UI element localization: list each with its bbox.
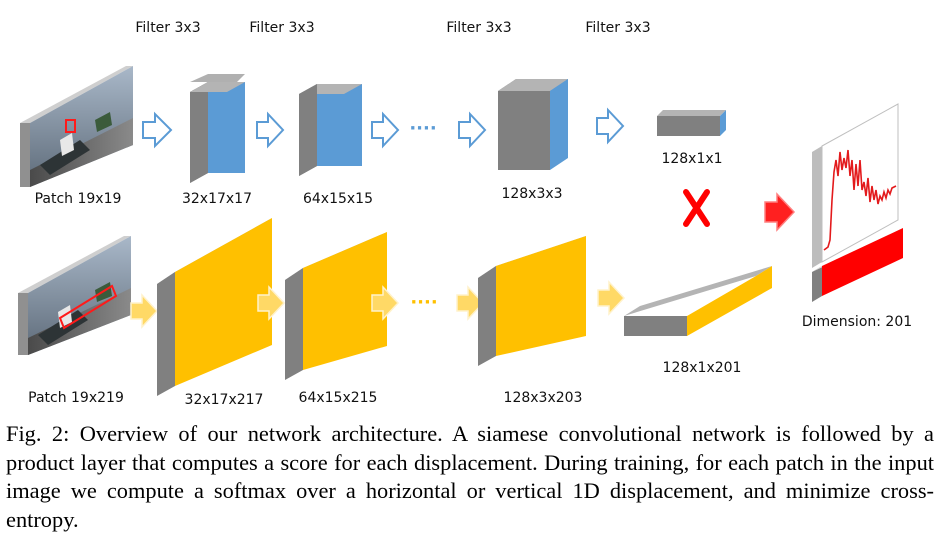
output-dimension-label: Dimension: 201	[802, 314, 912, 330]
top-block-128x1x1	[657, 110, 726, 136]
arrow-right-icon	[456, 285, 485, 321]
arrow-right-icon	[257, 285, 286, 321]
arrow-right-icon	[256, 111, 285, 149]
bottom-patch-image	[18, 236, 131, 355]
top-layer-label-3: 128x3x3	[501, 186, 562, 202]
top-block-64x15x15	[299, 84, 362, 176]
bottom-block-128x3x203	[478, 236, 586, 366]
top-patch-label: Patch 19x19	[35, 191, 122, 207]
arrow-right-icon	[764, 192, 796, 232]
arrow-right-icon	[458, 111, 487, 149]
bottom-ellipsis: ····	[410, 292, 437, 313]
top-ellipsis: ····	[409, 118, 436, 139]
figure-caption: Fig. 2: Overview of our network architec…	[6, 421, 934, 532]
filter-label-2: Filter 3x3	[249, 20, 314, 36]
top-block-32x17x17	[190, 74, 245, 183]
arrow-right-icon	[597, 280, 626, 316]
filter-label-1: Filter 3x3	[135, 20, 200, 36]
bottom-block-64x15x215	[285, 232, 387, 380]
arrow-right-icon	[130, 293, 159, 329]
arrow-right-icon	[596, 107, 625, 145]
output-plot	[812, 103, 899, 268]
bottom-layer-label-1: 32x17x217	[185, 392, 264, 408]
top-layer-label-4: 128x1x1	[661, 151, 722, 167]
network-architecture-diagram: Filter 3x3 Filter 3x3 Filter 3x3 Filter …	[18, 20, 912, 408]
filter-label-4: Filter 3x3	[585, 20, 650, 36]
filter-label-3: Filter 3x3	[446, 20, 511, 36]
bottom-block-128x1x201	[624, 266, 772, 336]
arrow-right-icon	[371, 111, 400, 149]
bottom-layer-label-2: 64x15x215	[299, 390, 378, 406]
output-bar	[812, 228, 903, 302]
bottom-block-32x17x217	[157, 218, 272, 396]
line-plot	[823, 149, 897, 251]
top-layer-label-2: 64x15x15	[303, 191, 373, 207]
multiply-icon	[683, 189, 710, 227]
top-block-128x3x3	[498, 79, 568, 170]
top-layer-label-1: 32x17x17	[182, 191, 252, 207]
bottom-layer-label-4: 128x1x201	[663, 360, 742, 376]
bottom-layer-label-3: 128x3x203	[504, 390, 583, 406]
arrow-right-icon	[142, 111, 173, 149]
top-patch-image	[20, 66, 133, 187]
bottom-patch-label: Patch 19x219	[28, 390, 124, 406]
arrow-right-icon	[371, 285, 400, 321]
